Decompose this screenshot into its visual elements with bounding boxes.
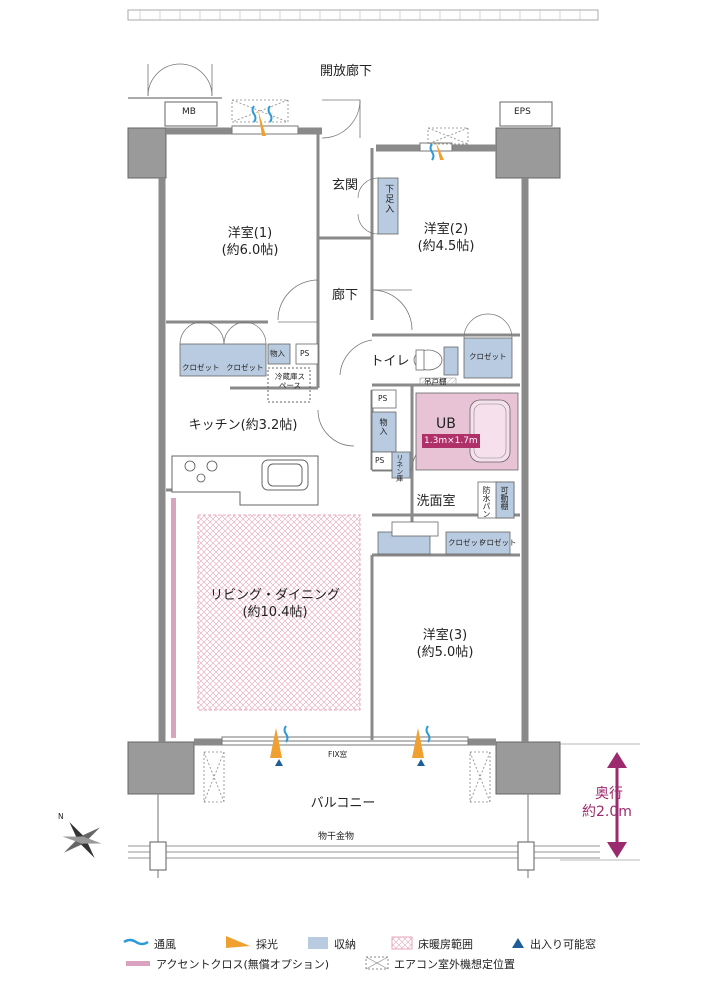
ub-label: UB	[436, 416, 456, 432]
ub-size-label: 1.3m×1.7m	[424, 436, 478, 446]
room3-name: 洋室(3)	[422, 628, 468, 643]
ac-unit-boxes	[203, 99, 491, 803]
room2-name: 洋室(2)	[423, 222, 469, 237]
cooktop	[184, 460, 218, 483]
toilet-fixture	[413, 349, 443, 371]
accent-cloth-wall	[171, 498, 176, 738]
shoe-closet	[377, 177, 399, 235]
linen-label: リネン庫	[395, 454, 404, 482]
exterior-walls	[158, 127, 529, 746]
waterproof-pan-label: 防水パン	[482, 486, 491, 518]
bottom-windows	[221, 736, 469, 746]
toilet-cabinet	[443, 346, 459, 376]
hanging-shelf	[419, 377, 457, 385]
shoe-closet-label: 下足入	[383, 184, 394, 214]
closet-room1	[179, 343, 267, 377]
legend-heat-swatch	[391, 936, 413, 950]
living-name: リビング・ダイニング	[209, 588, 341, 603]
fridge-space-label: 冷蔵庫スペース	[275, 372, 305, 391]
entrance-label: 玄関	[331, 178, 359, 193]
mb-label: MB	[182, 107, 196, 117]
legend-ventilation: 通風	[154, 938, 176, 951]
hanging-shelf-label: 吊戸棚	[424, 377, 447, 386]
kitchen-label: キッチン(約3.2帖)	[188, 418, 298, 433]
closet-doors	[179, 177, 513, 345]
legend-vent-swatch	[123, 938, 149, 946]
hallway-label: 廊下	[331, 288, 359, 303]
movable-shelf-label: 可動棚	[500, 486, 509, 510]
floor-heating-area	[197, 514, 361, 711]
legend-storage-swatch	[308, 937, 328, 949]
drying-rack-label: 物干金物	[318, 832, 355, 842]
legend-ac-unit: エアコン室外機想定位置	[394, 958, 515, 971]
top-grating	[127, 9, 599, 21]
corridor-gate	[128, 63, 222, 99]
room3-size: (約5.0帖)	[416, 645, 474, 660]
legend-openable-window: 出入り可能窓	[530, 938, 596, 951]
vent-light-markers	[251, 105, 444, 766]
closet-label-1: クロゼット	[182, 363, 220, 372]
ps-label-1: PS	[300, 349, 310, 358]
storage-label-kitchen: 物入	[379, 418, 388, 436]
room1-size: (約6.0帖)	[221, 243, 279, 258]
fridge-space	[267, 367, 311, 403]
compass-icon	[62, 821, 102, 859]
kitchen-counter	[171, 455, 319, 506]
legend-window-swatch	[512, 938, 524, 948]
closet-label-2: クロゼット	[226, 363, 264, 372]
closet-room3	[445, 531, 511, 555]
depth-label: 奥行	[595, 786, 623, 802]
washroom-fixtures	[391, 481, 515, 537]
compass-n-label: N	[58, 812, 64, 821]
depth-value: 約2.0m	[582, 804, 632, 820]
storage-areas	[179, 177, 513, 555]
closet-label-3b: クロゼット	[479, 538, 517, 547]
eps-label: EPS	[514, 107, 531, 117]
closet-label-3a: クロゼット	[448, 538, 486, 547]
ps-label-3: PS	[375, 456, 385, 465]
living-size: (約10.4帖)	[242, 605, 308, 620]
mb-box	[164, 101, 218, 127]
legend-ac-swatch	[365, 956, 389, 970]
structural-columns	[127, 127, 561, 795]
toilet-label: トイレ	[370, 354, 410, 369]
legend-light-swatch	[226, 936, 250, 948]
closet-room2	[463, 337, 513, 379]
legend-storage: 収納	[334, 938, 356, 951]
balcony-label: バルコニー	[310, 796, 376, 811]
unit-bath	[415, 392, 519, 471]
legend-accent-cloth: アクセントクロス(無償オプション)	[156, 958, 330, 971]
balcony	[128, 794, 600, 878]
room1-name: 洋室(1)	[227, 226, 273, 241]
eps-box	[499, 101, 553, 127]
depth-arrow	[560, 743, 640, 861]
legend-floor-heating: 床暖房範囲	[418, 938, 473, 951]
ps-label-2: PS	[378, 394, 388, 403]
legend-daylight: 採光	[256, 938, 278, 951]
legend-accent-swatch	[126, 961, 150, 966]
storage-label-room1: 物入	[270, 349, 285, 358]
closet-label-room2: クロゼット	[469, 352, 507, 361]
legend-swatches	[123, 936, 524, 970]
washroom-label: 洗面室	[416, 494, 456, 509]
ps-boxes	[295, 343, 411, 479]
room2-size: (約4.5帖)	[417, 239, 475, 254]
open-corridor-label: 開放廊下	[319, 64, 373, 79]
storage-room1	[267, 343, 291, 365]
fix-window-label: FIX窓	[328, 750, 348, 759]
